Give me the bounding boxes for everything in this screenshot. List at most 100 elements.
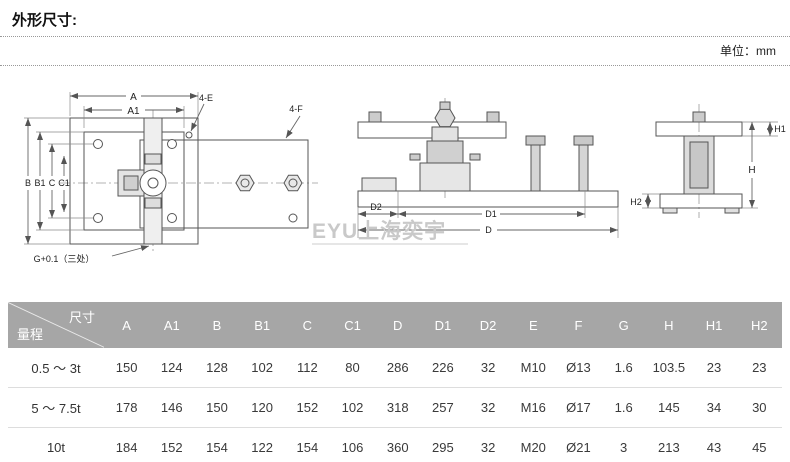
spec-table: 尺寸 量程 A A1 B B1 C C1 D D1 D2 E F G H: [8, 302, 782, 462]
top-plate-outline: [69, 117, 199, 245]
cell: 106: [329, 427, 376, 462]
spec-table-wrap: 尺寸 量程 A A1 B B1 C C1 D D1 D2 E F G H: [0, 300, 790, 462]
column-header: H1: [691, 302, 737, 348]
cell: 184: [104, 427, 150, 462]
column-header: H: [646, 302, 692, 348]
cell: M16: [510, 387, 556, 428]
bolt-hole: [93, 139, 103, 149]
column-header: D2: [465, 302, 511, 348]
dotted-divider-unit: [0, 65, 790, 66]
cell: 152: [149, 427, 195, 462]
cell: 45: [736, 427, 782, 462]
column-header: H2: [736, 302, 782, 348]
column-header: F: [555, 302, 602, 348]
column-header: B: [194, 302, 240, 348]
corner-top-label: 尺寸: [68, 310, 95, 325]
dim-label-h: H: [748, 165, 755, 176]
dim-label-d1: D1: [485, 209, 497, 219]
unit-label: 单位：mm: [720, 44, 776, 58]
center-nut: [434, 108, 456, 128]
column-header: D: [375, 302, 421, 348]
side-base-plate: [659, 193, 743, 209]
cell: 32: [465, 427, 511, 462]
column-header: E: [510, 302, 556, 348]
dim-label-a: A: [130, 92, 137, 103]
front-base-plate: [357, 190, 619, 208]
cell: 80: [329, 348, 376, 388]
cell: Ø13: [555, 348, 602, 388]
cell: 226: [420, 348, 466, 388]
table-row: 5 ～ 7.5t 178 146 150 120 152 102 318 257…: [8, 387, 782, 428]
dotted-divider-top: [0, 36, 790, 37]
cell: 154: [284, 427, 330, 462]
column-header: C1: [329, 302, 376, 348]
dim-label-c: C: [49, 178, 56, 188]
cell: Ø21: [555, 427, 602, 462]
cell: 112: [284, 348, 330, 388]
cell: 213: [646, 427, 692, 462]
column-header: A1: [149, 302, 195, 348]
range-label: 0.5 ～ 3t: [8, 348, 104, 388]
cell: 102: [329, 387, 376, 428]
range-label: 10t: [8, 427, 104, 462]
dim-label-c1: C1: [58, 178, 70, 188]
cell: 146: [149, 387, 195, 428]
spacer-block: [361, 177, 397, 192]
front-view-drawing: D2 D1 D: [357, 98, 619, 238]
range-label: 5 ～ 7.5t: [8, 387, 104, 428]
bolt-head: [486, 111, 500, 123]
cell: 122: [239, 427, 285, 462]
callout-4e: 4-E: [199, 93, 213, 103]
cell: 1.6: [601, 348, 647, 388]
dim-label-d: D: [485, 225, 492, 235]
cell: 32: [465, 348, 511, 388]
bolt-hole: [93, 213, 103, 223]
cell: 178: [104, 387, 150, 428]
corner-header: 尺寸 量程: [8, 302, 104, 348]
bolt-hole: [167, 139, 177, 149]
bolt-head: [692, 111, 706, 123]
cell: 23: [736, 348, 782, 388]
cell: 43: [691, 427, 737, 462]
anchor-bolt: [530, 143, 541, 192]
hex-nut: [283, 174, 303, 192]
cell: 1.6: [601, 387, 647, 428]
anchor-bolt: [578, 143, 589, 192]
dim-label-b: B: [25, 178, 31, 188]
bolt-head: [368, 111, 382, 123]
table-row: 0.5 ～ 3t 150 124 128 102 112 80 286 226 …: [8, 348, 782, 388]
top-view-drawing: A A1 4-E 4-F B B1: [24, 92, 318, 264]
cell: 286: [375, 348, 421, 388]
column-header: C: [284, 302, 330, 348]
cell: 360: [375, 427, 421, 462]
cell: 34: [691, 387, 737, 428]
cell: 257: [420, 387, 466, 428]
mount-block: [419, 162, 471, 192]
column-header: D1: [420, 302, 466, 348]
cell: 145: [646, 387, 692, 428]
bolt-hole-e: [185, 131, 193, 139]
dim-label-a1: A1: [127, 106, 140, 117]
cell: 154: [194, 427, 240, 462]
load-cell-body: [426, 140, 464, 164]
table-row: 10t 184 152 154 122 154 106 360 295 32 M…: [8, 427, 782, 462]
bolt-hole-f: [288, 213, 298, 223]
cell: M20: [510, 427, 556, 462]
header-row: 尺寸 量程 A A1 B B1 C C1 D D1 D2 E F G H: [8, 302, 782, 348]
hex-nut: [235, 174, 255, 192]
dim-label-b1: B1: [34, 178, 45, 188]
corner-bottom-label: 量程: [17, 327, 44, 342]
column-header: G: [601, 302, 647, 348]
cell: 124: [149, 348, 195, 388]
cell: 23: [691, 348, 737, 388]
cell: 295: [420, 427, 466, 462]
cell: M10: [510, 348, 556, 388]
cell: 32: [465, 387, 511, 428]
bolt-hole: [167, 213, 177, 223]
cell: 318: [375, 387, 421, 428]
dimension-drawing: A A1 4-E 4-F B B1: [24, 92, 786, 264]
cell: 103.5: [646, 348, 692, 388]
load-cell-circle: [139, 169, 167, 197]
callout-g: G+0.1（三处）: [34, 253, 95, 264]
